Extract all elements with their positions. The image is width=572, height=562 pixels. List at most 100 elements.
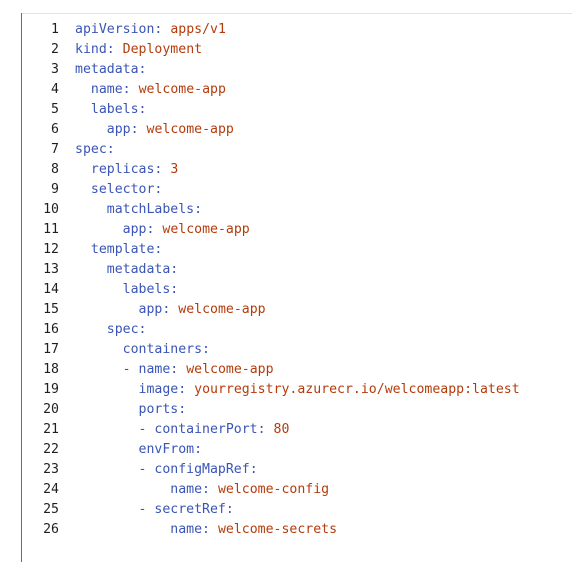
- colon: :: [178, 382, 187, 397]
- yaml-key: containers: [122, 342, 203, 357]
- colon: :: [122, 82, 131, 97]
- line-text: labels:: [75, 100, 147, 120]
- line-number: 7: [51, 142, 59, 157]
- indent: [75, 302, 139, 317]
- code-line[interactable]: 24 name: welcome-config: [22, 480, 572, 500]
- indent: -: [75, 362, 139, 377]
- yaml-key: spec: [75, 142, 107, 157]
- colon: :: [162, 302, 171, 317]
- colon: :: [170, 262, 179, 277]
- yaml-key: secretRef: [154, 502, 226, 517]
- line-text: - containerPort: 80: [75, 420, 290, 440]
- colon: :: [106, 42, 115, 57]
- yaml-key: app: [122, 222, 147, 237]
- code-line[interactable]: 23 - configMapRef:: [22, 460, 572, 480]
- line-number: 25: [43, 502, 59, 517]
- code-line[interactable]: 25 - secretRef:: [22, 500, 572, 520]
- code-line[interactable]: 7 spec:: [22, 140, 572, 160]
- yaml-key: metadata: [75, 62, 139, 77]
- yaml-key: apiVersion: [75, 22, 155, 37]
- line-text: app: welcome-app: [75, 220, 250, 240]
- code-line[interactable]: 26 name: welcome-secrets: [22, 520, 572, 540]
- code-line[interactable]: 20 ports:: [22, 400, 572, 420]
- colon: :: [249, 462, 258, 477]
- code-line[interactable]: 21 - containerPort: 80: [22, 420, 572, 440]
- yaml-key: name: [170, 482, 203, 497]
- line-number: 13: [43, 262, 59, 277]
- indent: [75, 182, 91, 197]
- yaml-key: name: [170, 522, 203, 537]
- yaml-key: ports: [138, 402, 179, 417]
- line-number: 26: [43, 522, 59, 537]
- editor-left-border: [21, 13, 22, 562]
- code-line[interactable]: 8 replicas: 3: [22, 160, 572, 180]
- code-line[interactable]: 14 labels:: [22, 280, 572, 300]
- code-line[interactable]: 16 spec:: [22, 320, 572, 340]
- yaml-key: kind: [75, 42, 107, 57]
- colon: :: [170, 282, 179, 297]
- colon: :: [194, 442, 203, 457]
- code-line[interactable]: 4 name: welcome-app: [22, 80, 572, 100]
- line-number: 22: [43, 442, 59, 457]
- yaml-value: 80: [273, 422, 290, 437]
- yaml-key: template: [90, 242, 155, 257]
- yaml-key: name: [90, 82, 123, 97]
- code-line[interactable]: 6 app: welcome-app: [22, 120, 572, 140]
- line-text: spec:: [75, 320, 147, 340]
- yaml-key: spec: [106, 322, 139, 337]
- colon: :: [194, 202, 203, 217]
- line-number: 16: [43, 322, 59, 337]
- line-number: 24: [43, 482, 59, 497]
- code-line[interactable]: 11 app: welcome-app: [22, 220, 572, 240]
- code-line[interactable]: 19 image: yourregistry.azurecr.io/welcom…: [22, 380, 572, 400]
- line-number: 12: [43, 242, 59, 257]
- line-text: spec:: [75, 140, 115, 160]
- code-line[interactable]: 12 template:: [22, 240, 572, 260]
- code-line[interactable]: 5 labels:: [22, 100, 572, 120]
- line-text: envFrom:: [75, 440, 203, 460]
- yaml-value: welcome-secrets: [217, 522, 338, 537]
- yaml-key: app: [138, 302, 163, 317]
- colon: :: [202, 482, 210, 497]
- line-number: 11: [43, 222, 59, 237]
- indent: [75, 522, 170, 537]
- line-text: containers:: [75, 340, 210, 360]
- indent: [75, 162, 91, 177]
- yaml-key: replicas: [90, 162, 155, 177]
- yaml-key: labels: [122, 282, 171, 297]
- code-line[interactable]: 10 matchLabels:: [22, 200, 572, 220]
- indent: [75, 402, 139, 417]
- yaml-key: matchLabels: [106, 202, 195, 217]
- yaml-value: 3: [170, 162, 179, 177]
- line-text: - secretRef:: [75, 500, 234, 520]
- yaml-key: configMapRef: [154, 462, 250, 477]
- code-line[interactable]: 22 envFrom:: [22, 440, 572, 460]
- yaml-value: welcome-app: [186, 362, 274, 377]
- code-line[interactable]: 18 - name: welcome-app: [22, 360, 572, 380]
- line-number: 2: [51, 42, 59, 57]
- indent: [75, 322, 107, 337]
- line-text: app: welcome-app: [75, 300, 266, 320]
- colon: :: [202, 522, 210, 537]
- indent: [75, 202, 107, 217]
- code-line[interactable]: 13 metadata:: [22, 260, 572, 280]
- code-line[interactable]: 9 selector:: [22, 180, 572, 200]
- indent: -: [75, 422, 155, 437]
- line-text: name: welcome-config: [75, 480, 329, 500]
- indent: [75, 102, 91, 117]
- line-number: 17: [43, 342, 59, 357]
- yaml-key: selector: [90, 182, 155, 197]
- code-line[interactable]: 17 containers:: [22, 340, 572, 360]
- indent: [75, 442, 139, 457]
- colon: :: [202, 342, 210, 357]
- yaml-key: containerPort: [154, 422, 258, 437]
- line-text: matchLabels:: [75, 200, 202, 220]
- yaml-key: name: [138, 362, 171, 377]
- line-text: labels:: [75, 280, 179, 300]
- code-line[interactable]: 15 app: welcome-app: [22, 300, 572, 320]
